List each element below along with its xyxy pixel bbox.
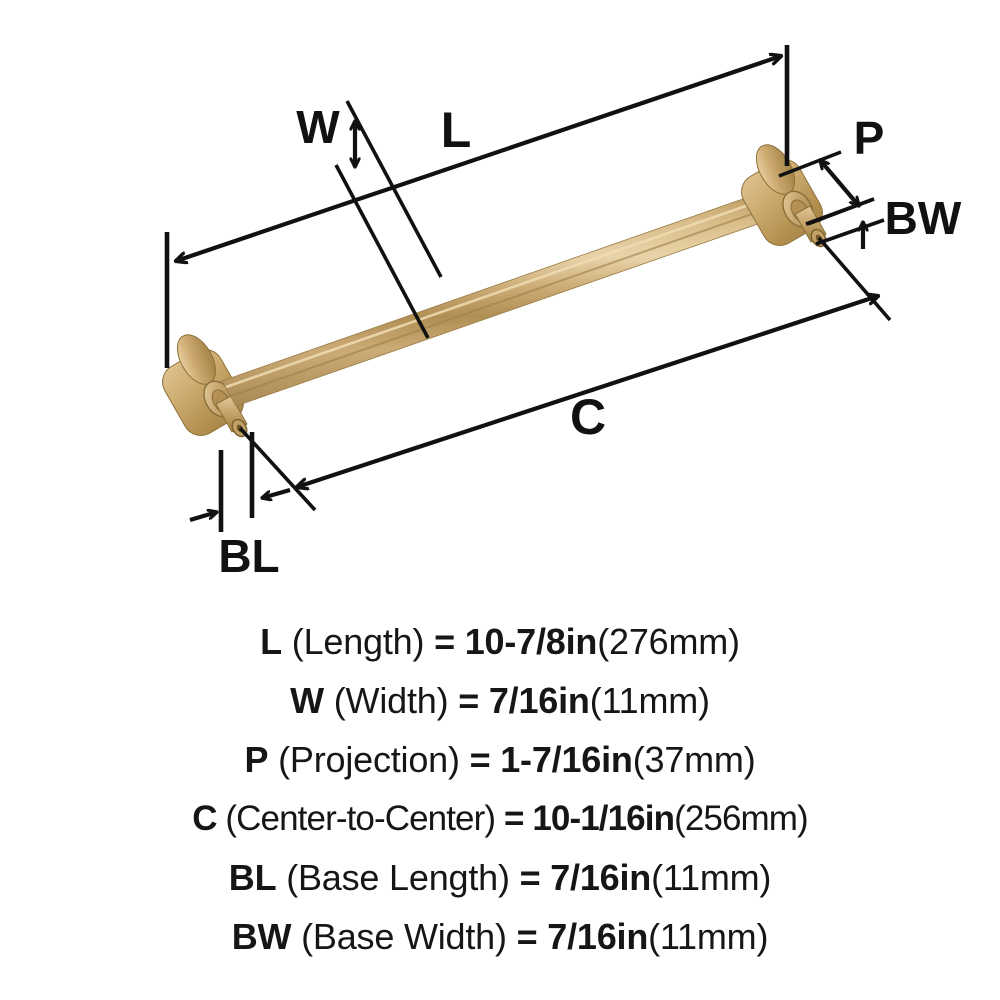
diagram-canvas: L W P bbox=[162, 45, 962, 582]
spec-metric-L: (276mm) bbox=[597, 621, 740, 662]
spec-row-center-to-center: C (Center-to-Center) = 10-1/16in(256mm) bbox=[0, 789, 1000, 848]
spec-equals-L: = bbox=[434, 621, 455, 662]
length-dimension-line bbox=[176, 56, 781, 261]
spec-row-base-width: BW (Base Width) = 7/16in(11mm) bbox=[0, 907, 1000, 966]
center-extension-right bbox=[817, 236, 892, 322]
base-length-dimension-line bbox=[189, 512, 217, 523]
base-width-extension-lower bbox=[815, 218, 885, 246]
label-C: C bbox=[570, 389, 606, 445]
spec-code-C: C bbox=[192, 799, 217, 838]
left-mounting-post bbox=[162, 334, 248, 438]
spec-code-BW: BW bbox=[231, 916, 292, 957]
projection-extension-upper bbox=[778, 150, 842, 178]
spec-equals-P: = bbox=[469, 739, 491, 780]
spec-equals-BW: = bbox=[516, 916, 538, 957]
spec-metric-P: (37mm) bbox=[632, 739, 756, 780]
center-dimension-line bbox=[297, 296, 878, 487]
spec-equals-BL: = bbox=[519, 857, 541, 898]
product-illustration bbox=[162, 144, 827, 438]
pull-bar bbox=[221, 192, 773, 407]
spec-name-W: (Width) bbox=[333, 680, 449, 721]
spec-code-P: P bbox=[244, 739, 269, 780]
spec-name-C: (Center-to-Center) bbox=[225, 799, 496, 838]
specifications-list: L (Length) = 10-7/8in(276mm) W (Width) =… bbox=[0, 606, 1000, 1000]
label-L: L bbox=[441, 102, 472, 158]
spec-row-projection: P (Projection) = 1-7/16in(37mm) bbox=[0, 730, 1000, 789]
spec-imperial-W: 7/16in bbox=[488, 680, 590, 721]
dimension-length: L bbox=[164, 45, 790, 368]
dimension-base-width: BW bbox=[805, 192, 962, 249]
spec-metric-BW: (11mm) bbox=[648, 916, 769, 957]
spec-imperial-L: 10-7/8in bbox=[464, 621, 598, 662]
spec-imperial-P: 1-7/16in bbox=[500, 739, 633, 780]
spec-row-width: W (Width) = 7/16in(11mm) bbox=[0, 671, 1000, 730]
label-BL: BL bbox=[218, 530, 279, 582]
dimension-center-to-center: C bbox=[238, 236, 892, 512]
spec-name-BL: (Base Length) bbox=[286, 857, 510, 898]
spec-row-base-length: BL (Base Length) = 7/16in(11mm) bbox=[0, 848, 1000, 907]
spec-imperial-BL: 7/16in bbox=[550, 857, 652, 898]
spec-metric-W: (11mm) bbox=[589, 680, 710, 721]
spec-metric-BL: (11mm) bbox=[651, 857, 772, 898]
spec-imperial-C: 10-1/16in bbox=[532, 799, 675, 838]
width-extension-upper bbox=[345, 100, 443, 278]
label-W: W bbox=[296, 101, 340, 153]
spec-code-L: L bbox=[260, 621, 282, 662]
spec-code-BL: BL bbox=[228, 857, 277, 898]
spec-row-length: L (Length) = 10-7/8in(276mm) bbox=[0, 612, 1000, 671]
dimension-width: W bbox=[296, 100, 443, 339]
spec-equals-C: = bbox=[503, 799, 524, 838]
projection-dimension-line bbox=[820, 160, 859, 206]
spec-name-P: (Projection) bbox=[278, 739, 460, 780]
spec-equals-W: = bbox=[458, 680, 480, 721]
label-P: P bbox=[854, 112, 885, 164]
base-length-dimension-line-2 bbox=[262, 487, 291, 498]
spec-name-BW: (Base Width) bbox=[301, 916, 507, 957]
spec-code-W: W bbox=[290, 680, 324, 721]
spec-name-L: (Length) bbox=[291, 621, 425, 662]
product-dimension-diagram: L W P bbox=[162, 45, 962, 582]
base-width-extension-upper bbox=[805, 197, 875, 226]
dimension-base-length: BL bbox=[189, 432, 291, 582]
label-BW: BW bbox=[885, 192, 962, 244]
spec-imperial-BW: 7/16in bbox=[547, 916, 649, 957]
spec-metric-C: (256mm) bbox=[674, 799, 809, 838]
